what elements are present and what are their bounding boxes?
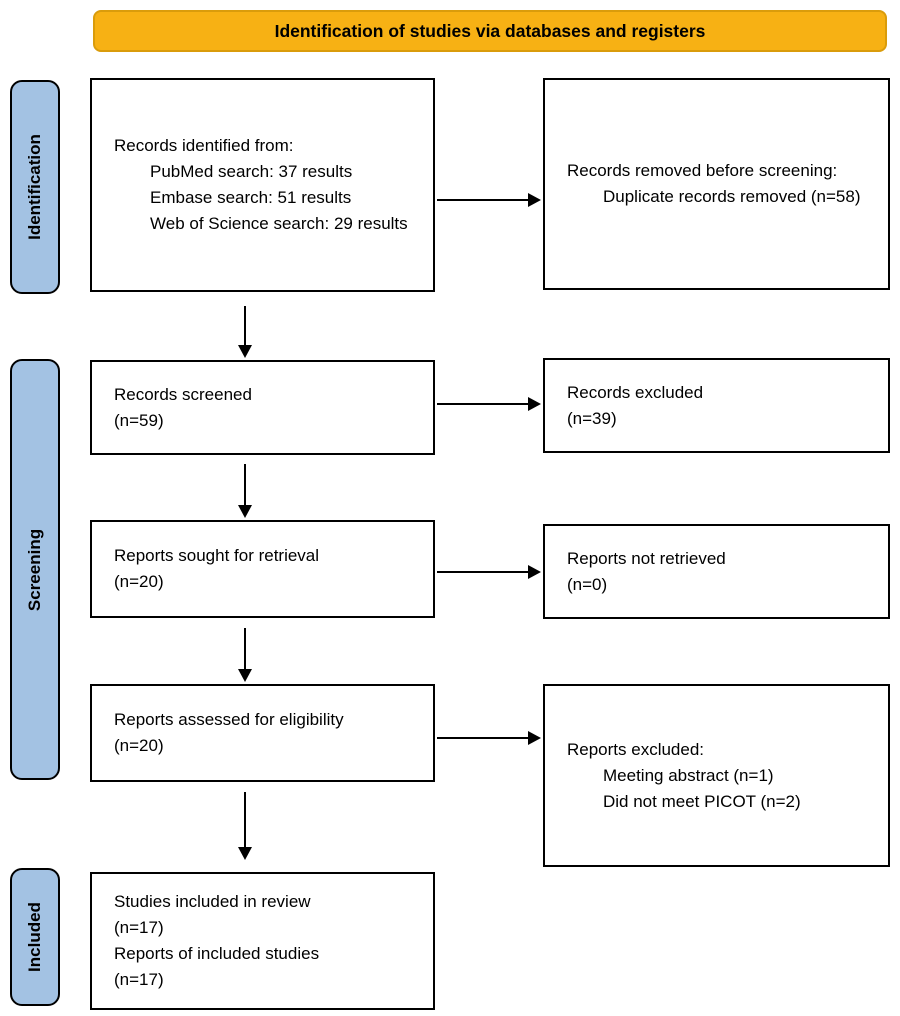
arrow-head-icon <box>238 847 252 860</box>
arrow-head-icon <box>528 397 541 411</box>
box-reports-assessed: Reports assessed for eligibility (n=20) <box>90 684 435 782</box>
box-count: (n=20) <box>114 572 164 591</box>
arrow-line <box>244 464 246 505</box>
box-count: (n=59) <box>114 410 164 430</box>
stage-included: Included <box>10 868 60 1006</box>
box-count: (n=0) <box>567 574 608 594</box>
banner-title: Identification of studies via databases … <box>274 20 706 41</box>
box-line: (n=17) <box>114 918 164 937</box>
arrow-head-icon <box>238 669 252 682</box>
arrow-down-sought-to-assessed <box>238 628 252 682</box>
box-records-excluded: Records excluded (n=39) <box>543 358 890 453</box>
box-title: Reports excluded: <box>567 739 705 759</box>
box-item: Meeting abstract (n=1) <box>603 765 774 785</box>
box-title: Records identified from: <box>114 136 294 155</box>
arrow-down-screened-to-sought <box>238 464 252 518</box>
box-line: Reports of included studies <box>114 944 320 963</box>
arrow-down-identified-to-screened <box>238 306 252 358</box>
arrow-head-icon <box>528 193 541 207</box>
box-item: Duplicate records removed (n=58) <box>603 187 861 206</box>
box-item: PubMed search: 37 results <box>150 162 353 181</box>
box-reports-not-retrieved: Reports not retrieved (n=0) <box>543 524 890 619</box>
arrow-down-assessed-to-included <box>238 792 252 860</box>
banner: Identification of studies via databases … <box>93 10 887 52</box>
arrow-right-screened-to-excluded <box>437 397 541 411</box>
box-label: Reports sought for retrieval <box>114 546 320 565</box>
box-label: Records excluded <box>567 382 704 402</box>
box-item: Did not meet PICOT (n=2) <box>603 791 801 811</box>
box-reports-excluded: Reports excluded: Meeting abstract (n=1)… <box>543 684 890 867</box>
box-label: Records screened <box>114 384 252 404</box>
arrow-head-icon <box>528 731 541 745</box>
box-count: (n=39) <box>567 408 617 428</box>
arrow-head-icon <box>238 505 252 518</box>
arrow-line <box>437 571 528 573</box>
box-studies-included: Studies included in review (n=17) Report… <box>90 872 435 1010</box>
box-label: Reports not retrieved <box>567 548 726 568</box>
box-reports-sought: Reports sought for retrieval (n=20) <box>90 520 435 618</box>
arrow-line <box>244 628 246 669</box>
box-item: Web of Science search: 29 results <box>150 214 408 233</box>
box-line: Studies included in review <box>114 892 311 911</box>
stage-included-label: Included <box>25 902 44 972</box>
box-label: Reports assessed for eligibility <box>114 710 344 729</box>
arrow-head-icon <box>528 565 541 579</box>
stage-screening: Screening <box>10 359 60 780</box>
box-records-identified: Records identified from: PubMed search: … <box>90 78 435 292</box>
box-line: (n=17) <box>114 970 164 989</box>
arrow-right-identified-to-removed <box>437 193 541 207</box>
box-count: (n=20) <box>114 736 164 755</box>
box-item: Embase search: 51 results <box>150 188 352 207</box>
stage-identification-label: Identification <box>25 134 44 240</box>
arrow-line <box>244 306 246 345</box>
arrow-line <box>244 792 246 847</box>
box-records-screened: Records screened (n=59) <box>90 360 435 455</box>
arrow-right-assessed-to-reports-excluded <box>437 731 541 745</box>
box-title: Records removed before screening: <box>567 161 838 180</box>
stage-identification: Identification <box>10 80 60 294</box>
arrow-line <box>437 199 528 201</box>
arrow-line <box>437 737 528 739</box>
stage-screening-label: Screening <box>25 528 45 611</box>
arrow-head-icon <box>238 345 252 358</box>
box-records-removed: Records removed before screening: Duplic… <box>543 78 890 290</box>
arrow-right-sought-to-not-retrieved <box>437 565 541 579</box>
arrow-line <box>437 403 528 405</box>
